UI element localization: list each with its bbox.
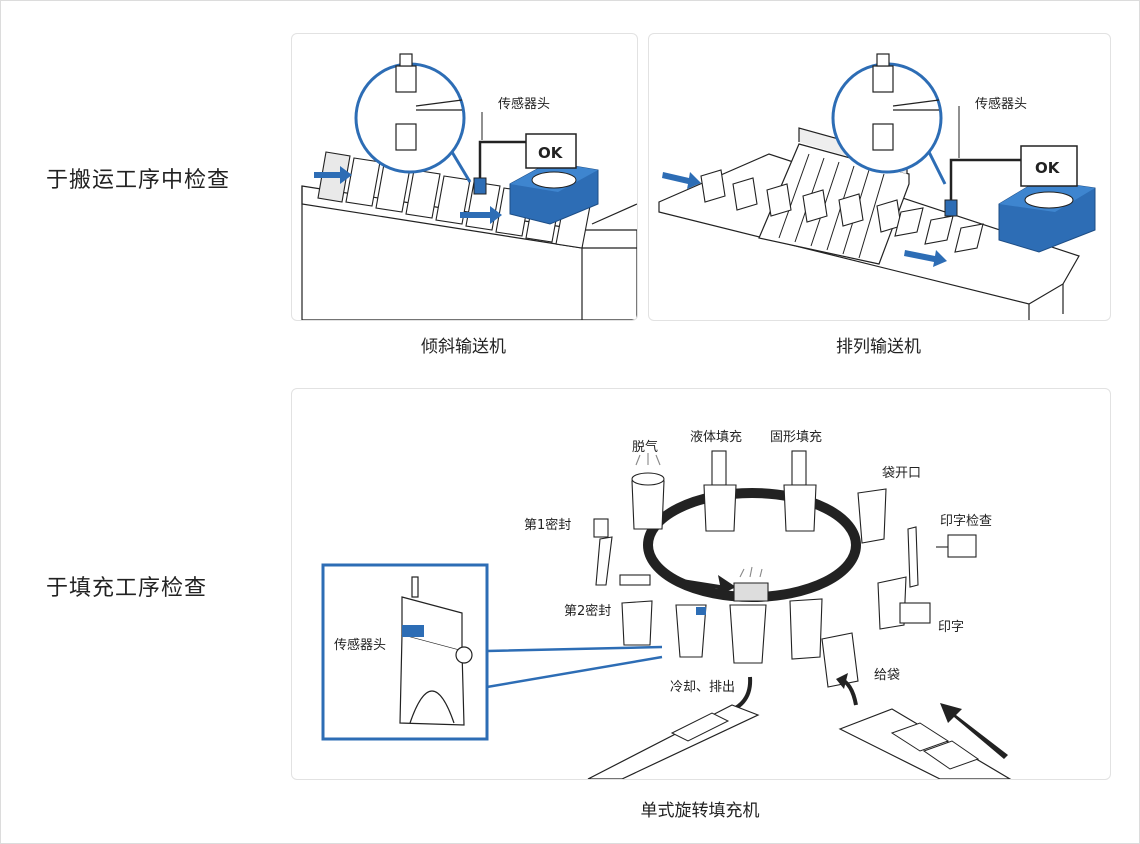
flow-arrow-icon: [460, 206, 502, 224]
label-solid-fill: 固形填充: [770, 429, 822, 445]
alignment-conveyor-illustration: 传感器头 OK: [658, 53, 1096, 320]
sensor-zoom-detail: [872, 53, 940, 151]
label-print: 印字: [938, 620, 964, 635]
flow-arrow-icon: [662, 172, 701, 189]
rotation-ring: [643, 488, 861, 602]
label-feed-bag: 给袋: [874, 668, 900, 683]
ok-display: OK: [538, 144, 564, 162]
ok-display: OK: [1035, 159, 1061, 177]
label-print-check: 印字检查: [940, 514, 992, 529]
monitor-screen: [525, 133, 577, 169]
flow-arrow-icon: [904, 250, 947, 267]
panel-rotary-filler: 脱气 液体填充 固形填充 袋开口 印字检查 印字 给袋 冷却、排出 第2密封 第…: [291, 388, 1111, 780]
panel-inclined-conveyor: 传感器头 OK: [291, 33, 638, 321]
sensor-label: 传感器头: [975, 96, 1027, 112]
rotation-arrow-icon: [680, 575, 736, 597]
sensor-zoom-detail: [399, 576, 473, 726]
sensor-head: [402, 625, 424, 637]
label-liquid-fill: 液体填充: [690, 429, 742, 445]
inclined-conveyor-illustration: 传感器头 OK: [301, 53, 637, 320]
sensor-label: 传感器头: [498, 96, 550, 112]
rotary-filler-illustration: 脱气 液体填充 固形填充 袋开口 印字检查 印字 给袋 冷却、排出 第2密封 第…: [321, 429, 1012, 779]
bags-row: [700, 169, 984, 253]
station-bags: [593, 450, 977, 688]
label-cool-discharge: 冷却、排出: [670, 680, 735, 695]
label-bag-open: 袋开口: [882, 466, 921, 481]
label-seal-1: 第1密封: [524, 517, 571, 533]
flow-arrow-icon: [314, 166, 352, 184]
panel-alignment-conveyor: 传感器头 OK: [648, 33, 1111, 321]
monitor-screen: [1020, 145, 1078, 187]
feed-direction-arrow-icon: [940, 703, 1008, 759]
discharge-conveyor: [587, 704, 760, 779]
caption-alignment-conveyor: 排列输送机: [836, 337, 921, 357]
caption-inclined-conveyor: 倾斜输送机: [421, 337, 506, 357]
caption-rotary-filler: 单式旋转填充机: [640, 801, 760, 821]
sensor-head: [473, 177, 487, 195]
sensor-head: [696, 607, 706, 615]
sensor-label: 传感器头: [334, 637, 386, 653]
row-label-transport: 于搬运工序中检查: [46, 168, 231, 193]
label-seal-2: 第2密封: [564, 603, 611, 619]
sensor-head: [944, 199, 958, 217]
row-label-filling: 于填充工序检查: [46, 576, 208, 601]
label-degas: 脱气: [632, 439, 658, 455]
sensor-zoom-detail: [395, 53, 463, 151]
